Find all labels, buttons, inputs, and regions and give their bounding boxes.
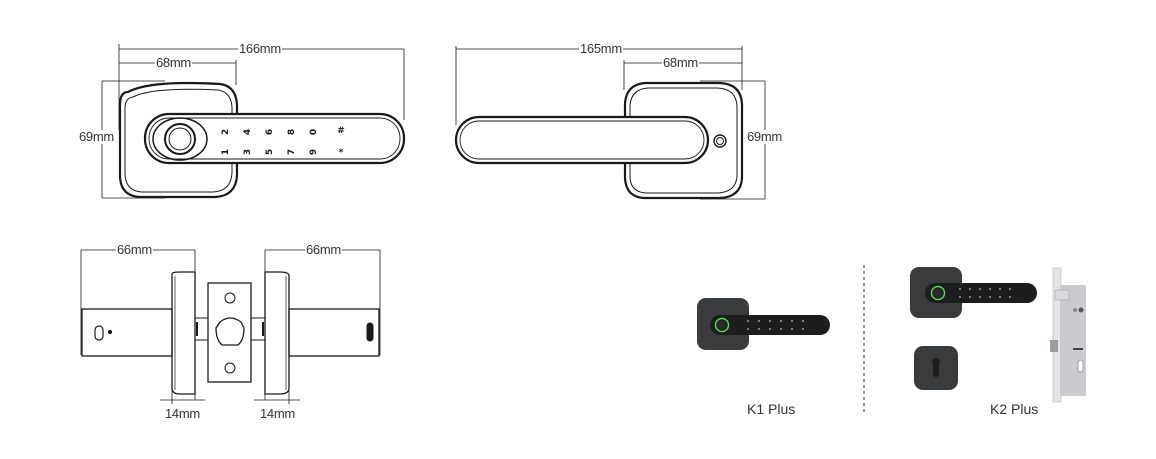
key-5: 5	[265, 149, 275, 155]
front-view	[101, 44, 406, 199]
key-6: 6	[265, 129, 275, 135]
k2-plus-product	[910, 267, 1086, 403]
key-hash: #	[337, 126, 345, 136]
key-0: 0	[309, 129, 319, 135]
k1-plus-product	[697, 298, 830, 350]
side-left-depth-label: 66mm	[116, 242, 153, 257]
k1-plus-caption: K1 Plus	[747, 401, 796, 417]
front-height-label: 69mm	[78, 129, 115, 144]
key-3: 3	[243, 149, 253, 155]
mortise-lock-body	[1050, 267, 1086, 403]
front-rose-width-label: 68mm	[155, 55, 192, 70]
rear-overall-width-label: 165mm	[579, 41, 623, 56]
k2-plus-caption: K2 Plus	[990, 401, 1039, 417]
key-1: 1	[221, 149, 231, 155]
key-star: *	[339, 148, 344, 158]
key-9: 9	[309, 149, 319, 155]
keypad: 2 4 6 8 0 # 1 3 5 7 9 *	[221, 126, 345, 158]
key-2: 2	[221, 129, 231, 135]
front-overall-width-label: 166mm	[238, 41, 282, 56]
side-right-depth-label: 66mm	[305, 242, 342, 257]
rear-view	[454, 46, 766, 200]
side-left-rose-label: 14mm	[164, 406, 201, 421]
key-7: 7	[287, 149, 297, 155]
rear-height-label: 69mm	[746, 129, 783, 144]
key-4: 4	[243, 129, 253, 135]
side-right-rose-label: 14mm	[259, 406, 296, 421]
side-view	[80, 249, 381, 404]
rear-rose-width-label: 68mm	[662, 55, 699, 70]
key-8: 8	[287, 129, 297, 135]
